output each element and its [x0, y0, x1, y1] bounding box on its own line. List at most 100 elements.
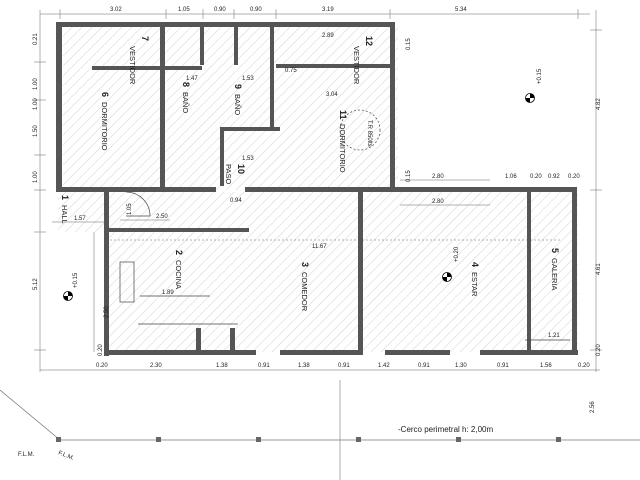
- dimension-lines: [34, 9, 602, 372]
- dim-label: 0.92: [548, 174, 560, 180]
- dim-label: 0.15: [406, 170, 412, 182]
- room-name: DORMITORIO: [338, 124, 347, 173]
- dim-label: 1.57: [74, 216, 86, 222]
- room-name: COCINA: [174, 260, 183, 289]
- dim-label: 2.80: [432, 174, 444, 180]
- top-dimensions: 3.02 1.05 0.90 0.90 3.19 5.34: [110, 7, 467, 13]
- walls: [56, 22, 578, 356]
- room-name: HALL: [60, 205, 69, 224]
- room-number: 2: [174, 250, 184, 255]
- room-bano-1: 8 BAÑO: [181, 82, 191, 113]
- dim-label: 1.50: [33, 125, 39, 137]
- room-vestidor-2: 12 VESTIDOR: [352, 36, 374, 85]
- dim-label: 0.20: [596, 344, 602, 356]
- room-number: 12: [364, 36, 374, 46]
- room-name: ESTAR: [470, 272, 479, 297]
- level-marker-icon: [525, 93, 535, 103]
- dim-label: 3.02: [110, 7, 122, 13]
- room-floors: [58, 27, 578, 352]
- right-dimensions: 0.15 4.82 0.15 4.61 0.20: [406, 38, 602, 356]
- room-number: 8: [181, 82, 191, 87]
- tank-label: T.R 850lts: [366, 120, 372, 147]
- dim-label: 0.94: [230, 198, 242, 204]
- bottom-dimensions: 0.20 2.30 1.38 0.91 1.38 0.91 1.42 0.91 …: [96, 363, 590, 369]
- dim-label: 4.61: [596, 263, 602, 275]
- dim-label: 1.05: [127, 203, 133, 215]
- room-number: 9: [233, 84, 243, 89]
- doors-and-fixtures: [119, 109, 570, 341]
- dim-label: 0.91: [418, 363, 430, 369]
- room-name: BAÑO: [233, 94, 242, 115]
- dim-label: 0.91: [338, 363, 350, 369]
- dim-label: 1.47: [186, 76, 198, 82]
- dim-label: 1.05: [178, 7, 190, 13]
- room-number: 5: [550, 248, 560, 253]
- dim-label: 3.19: [322, 7, 334, 13]
- room-hall: 1 HALL: [60, 195, 70, 224]
- room-number: 1: [60, 195, 70, 200]
- room-bano-2: 9 BAÑO: [233, 84, 243, 115]
- room-estar: 4 ESTAR: [470, 262, 480, 297]
- dim-label: 3.04: [326, 92, 338, 98]
- level-marker-icon: [63, 291, 73, 301]
- dim-label: 1.53: [242, 76, 254, 82]
- room-name: GALERIA: [550, 258, 559, 291]
- dim-label: 1.30: [455, 363, 467, 369]
- perimeter-fence: [0, 380, 640, 480]
- dim-label: 1.42: [378, 363, 390, 369]
- room-comedor: 3 COMEDOR: [300, 262, 310, 312]
- dim-label: 1.00: [33, 78, 39, 90]
- level-mark: +0.20: [454, 246, 460, 262]
- room-paso: 10 PASO: [224, 164, 246, 184]
- dim-label: 1.53: [242, 156, 254, 162]
- dim-label: 2.50: [104, 306, 110, 318]
- dim-label: 4.82: [596, 98, 602, 110]
- flm-label: F.L.M.: [57, 450, 75, 462]
- dim-label: 2.80: [432, 199, 444, 205]
- level-marks: +0.15 +0.15 +0.20: [73, 68, 543, 288]
- dim-label: 5.34: [455, 7, 467, 13]
- level-marker-icon: [442, 272, 452, 282]
- dim-label: 0.20: [96, 363, 108, 369]
- room-number: 4: [470, 262, 480, 267]
- dim-label: 2.56: [590, 401, 596, 413]
- dim-label: 1.06: [505, 174, 517, 180]
- room-number: 10: [236, 164, 246, 174]
- dim-label: 0.91: [497, 363, 509, 369]
- dim-label: 2.89: [322, 33, 334, 39]
- dim-label: 0.90: [250, 7, 262, 13]
- room-vestidor-1: 7 VESTIDOR: [128, 36, 150, 85]
- dim-label: 2.30: [150, 363, 162, 369]
- fence-note: -Cerco perimetral h: 2,00m: [398, 425, 493, 434]
- dim-label: 2.50: [156, 214, 168, 220]
- room-number: 11: [338, 110, 348, 120]
- dim-label: 0.91: [258, 363, 270, 369]
- dim-label: 0.15: [406, 38, 412, 50]
- room-number: 7: [140, 36, 150, 41]
- level-mark: +0.15: [537, 68, 543, 84]
- dim-label: 1.38: [216, 363, 228, 369]
- dim-label: 0.21: [33, 33, 39, 45]
- room-name: VESTIDOR: [128, 46, 137, 85]
- left-dimensions: 0.21 1.00 1.00 1.50 1.00 1.57 1.05 5.12 …: [33, 33, 133, 356]
- dim-label: 1.00: [33, 98, 39, 110]
- flm-label: F.L.M.: [18, 452, 35, 458]
- level-mark: +0.15: [73, 272, 79, 288]
- dim-label: 1.21: [548, 333, 560, 339]
- dim-label: 0.20: [578, 363, 590, 369]
- room-name: COMEDOR: [300, 272, 309, 312]
- dim-label: 0.75: [285, 68, 297, 74]
- room-name: BAÑO: [181, 92, 190, 113]
- room-name: VESTIDOR: [352, 46, 361, 85]
- room-name: DORMITORIO: [100, 102, 109, 151]
- dim-label: 1.38: [298, 363, 310, 369]
- room-dormitorio-1: 6 DORMITORIO: [100, 92, 110, 151]
- inner-dimensions: 2.89 0.75 1.47 1.53 1.53 3.04 2.80 2.80 …: [104, 33, 596, 413]
- room-number: 6: [100, 92, 110, 97]
- dim-label: 1.00: [33, 171, 39, 183]
- dim-label: 5.12: [33, 278, 39, 290]
- room-galeria: 5 GALERIA: [550, 248, 560, 291]
- dim-label: 0.20: [568, 174, 580, 180]
- room-name: PASO: [224, 164, 233, 184]
